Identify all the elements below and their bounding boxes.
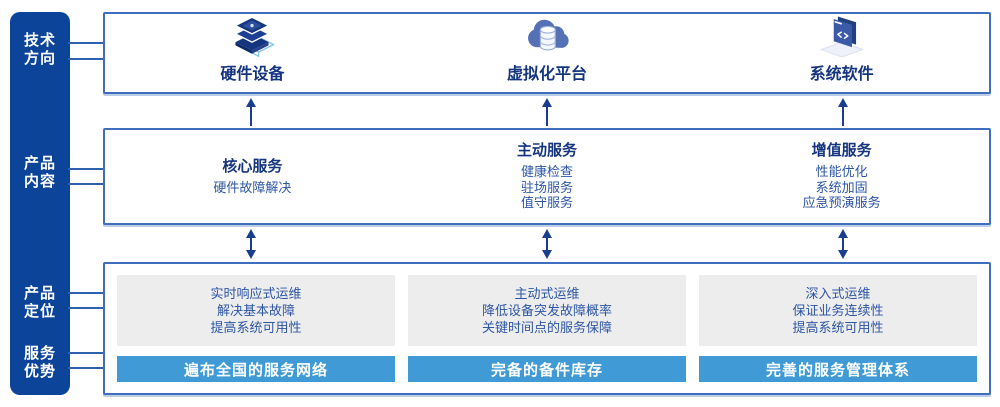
positioning-col-indepth: 深入式运维 保证业务连续性 提高系统可用性 完善的服务管理体系 — [699, 275, 977, 382]
sidebar-label-line: 技术 — [23, 32, 56, 49]
connector-line — [68, 352, 105, 354]
connector-line — [68, 367, 105, 369]
positioning-line: 实时响应式运维 — [210, 286, 302, 301]
positioning-panel: 实时响应式运维 解决基本故障 提高系统可用性 — [117, 275, 395, 346]
double-arrow — [695, 228, 991, 260]
positioning-box: 实时响应式运维 解决基本故障 提高系统可用性 遍布全国的服务网络 主动式运维 降… — [103, 262, 991, 395]
sidebar-label-line: 内容 — [23, 173, 56, 190]
tech-col-hardware: 硬件设备 — [105, 14, 400, 92]
connector-line — [68, 292, 105, 294]
advantage-banner: 完备的备件库存 — [408, 356, 686, 382]
tech-col-virtualization: 虚拟化平台 — [400, 14, 695, 92]
category-sidebar: 技术 方向 产品 内容 产品 定位 服务 优势 — [10, 12, 70, 395]
sidebar-label-line: 方向 — [23, 50, 56, 67]
positioning-line: 提高系统可用性 — [210, 320, 302, 335]
sidebar-item-product-content: 产品 内容 — [10, 155, 70, 191]
positioning-line: 降低设备突发故障概率 — [481, 303, 612, 318]
double-arrow — [103, 228, 399, 260]
tech-col-software: 系统软件 — [694, 14, 989, 92]
service-title: 主动服务 — [517, 142, 578, 160]
sidebar-label-line: 产品 — [23, 285, 56, 302]
arrow-row-bottom — [103, 228, 991, 260]
tech-label-virtualization: 虚拟化平台 — [507, 66, 588, 83]
service-item: 系统加固 — [815, 179, 868, 195]
positioning-panel: 深入式运维 保证业务连续性 提高系统可用性 — [699, 275, 977, 346]
up-arrow — [103, 97, 399, 126]
connector-line — [68, 168, 105, 170]
tech-label-hardware: 硬件设备 — [220, 66, 285, 83]
sidebar-label-line: 优势 — [23, 363, 56, 380]
positioning-line: 主动式运维 — [514, 286, 580, 301]
double-arrow — [399, 228, 695, 260]
service-title: 增值服务 — [811, 142, 872, 160]
service-item: 硬件故障解决 — [213, 179, 292, 195]
connector-line — [68, 183, 105, 185]
service-item: 值守服务 — [521, 195, 574, 211]
advantage-banner: 完善的服务管理体系 — [699, 356, 977, 382]
service-title: 核心服务 — [222, 157, 283, 175]
connector-line — [68, 307, 105, 309]
service-col-value-added: 增值服务 性能优化 系统加固 应急预演服务 — [694, 130, 989, 223]
server-stack-icon — [234, 16, 276, 57]
up-arrow — [399, 97, 695, 126]
code-window-icon — [819, 16, 864, 57]
tech-direction-box: 硬件设备 虚拟化平台 — [103, 12, 991, 94]
connector-line — [68, 42, 105, 44]
cloud-database-icon — [528, 19, 569, 51]
positioning-col-proactive: 主动式运维 降低设备突发故障概率 关键时间点的服务保障 完备的备件库存 — [408, 275, 686, 382]
positioning-line: 关键时间点的服务保障 — [481, 320, 612, 335]
service-item: 应急预演服务 — [802, 195, 881, 211]
sidebar-item-service-advantage: 服务 优势 — [10, 345, 70, 381]
service-col-core: 核心服务 硬件故障解决 — [105, 130, 400, 223]
positioning-line: 保证业务连续性 — [792, 303, 884, 318]
sidebar-label-line: 服务 — [23, 345, 56, 362]
positioning-col-realtime: 实时响应式运维 解决基本故障 提高系统可用性 遍布全国的服务网络 — [117, 275, 395, 382]
advantage-banner: 遍布全国的服务网络 — [117, 356, 395, 382]
service-item: 驻场服务 — [521, 179, 574, 195]
product-content-box: 核心服务 硬件故障解决 主动服务 健康检查 驻场服务 值守服务 增值服务 性能优… — [103, 128, 991, 225]
sidebar-label-line: 产品 — [23, 155, 56, 172]
tech-label-software: 系统软件 — [809, 66, 874, 83]
connector-line — [68, 58, 105, 60]
sidebar-label-line: 定位 — [23, 303, 56, 320]
positioning-panel: 主动式运维 降低设备突发故障概率 关键时间点的服务保障 — [408, 275, 686, 346]
arrow-row-top — [103, 97, 991, 126]
service-col-active: 主动服务 健康检查 驻场服务 值守服务 — [400, 130, 695, 223]
sidebar-item-product-positioning: 产品 定位 — [10, 285, 70, 321]
sidebar-item-tech-direction: 技术 方向 — [10, 32, 70, 68]
positioning-line: 解决基本故障 — [216, 303, 295, 318]
positioning-line: 提高系统可用性 — [792, 320, 884, 335]
service-item: 性能优化 — [815, 164, 868, 180]
service-item: 健康检查 — [521, 164, 574, 180]
up-arrow — [695, 97, 991, 126]
positioning-line: 深入式运维 — [805, 286, 871, 301]
